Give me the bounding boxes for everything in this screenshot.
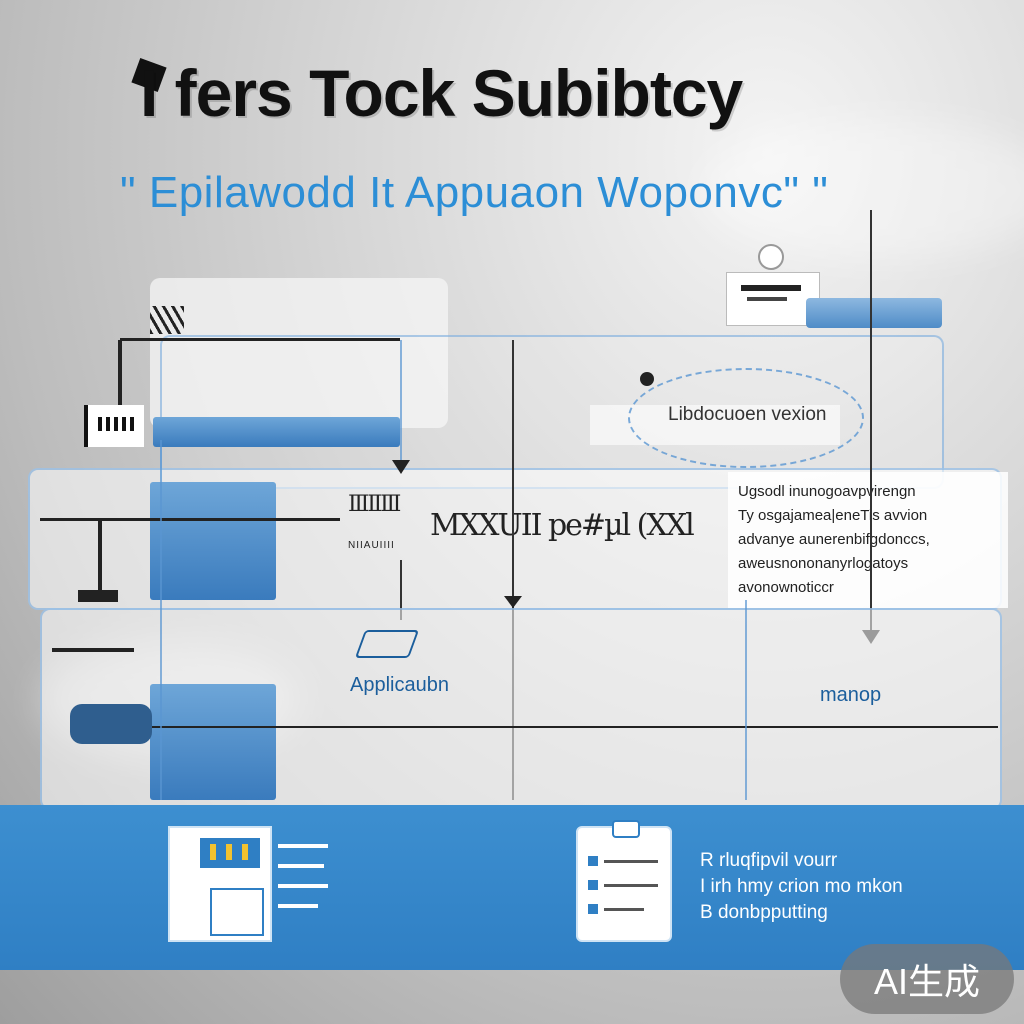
blueprint-line — [278, 864, 324, 868]
device-line — [747, 297, 787, 301]
label-manop: manop — [820, 684, 882, 706]
description-line: aweusnononanyrlogatoys — [738, 555, 909, 572]
connector-plug-icon — [70, 704, 152, 744]
cable-icon — [150, 306, 184, 334]
signal-line — [40, 518, 340, 521]
divider-line — [160, 440, 162, 800]
band-list: R rluqfipvil vourr I irh hmy crion mo mk… — [700, 848, 903, 926]
connector-line — [870, 210, 872, 630]
arrow-down-icon — [504, 596, 522, 608]
checkbox-icon — [588, 856, 598, 866]
page-subtitle: " Epilawodd It Appuaon Woponvc" " — [120, 168, 829, 217]
device-line — [741, 285, 801, 291]
blueprint-line — [278, 884, 328, 888]
signal-line — [150, 726, 998, 728]
blue-block-lower — [150, 684, 276, 800]
callout-pin-icon — [640, 372, 654, 386]
small-caption: NIIAUIIII — [348, 540, 395, 551]
divider-line — [512, 340, 514, 800]
blue-block-upper — [150, 482, 276, 600]
connector-line — [120, 338, 400, 341]
checkbox-icon — [588, 904, 598, 914]
connector-line — [400, 340, 402, 470]
description-line: advanye aunerenbifgdonccs, — [738, 531, 930, 548]
band-list-item: I irh hmy crion mo mkon — [700, 876, 903, 897]
checkbox-icon — [588, 880, 598, 890]
signal-line — [98, 520, 102, 598]
base-plate-icon — [78, 590, 118, 602]
band-list-item: R rluqfipvil vourr — [700, 850, 838, 871]
clipboard-line — [604, 908, 644, 911]
callout-ring — [628, 368, 864, 468]
description-line: Ty osgajamea|eneTis avvion — [738, 507, 928, 524]
plug-pins — [98, 417, 134, 431]
cable-line — [52, 648, 134, 652]
band-list-item: B donbpputting — [700, 902, 828, 923]
upper-left-panel — [150, 278, 448, 428]
device-tray — [806, 298, 942, 328]
clipboard-line — [604, 860, 658, 863]
connector-line — [118, 340, 122, 410]
blueprint-sheet — [168, 826, 272, 942]
ai-generated-badge: AI生成 — [840, 944, 1014, 1014]
background-highlight — [700, 120, 1024, 260]
arrow-down-icon — [392, 460, 410, 474]
blue-header-bar — [153, 417, 400, 447]
blueprint-frame — [210, 888, 264, 936]
clipboard-clip — [612, 820, 640, 838]
description-block: Ugsodl inunogoavpvirengn Ty osgajamea|en… — [728, 472, 1008, 608]
blueprint-mark — [210, 844, 216, 860]
description-line: avonownoticcr — [738, 579, 834, 596]
upper-glyphs: MXXUII pe#µl (XXl — [430, 508, 695, 543]
callout-title: Libdocuoen vexion — [668, 404, 827, 425]
clipboard-line — [604, 884, 658, 887]
page-title: I fers Tock Subibtcy — [140, 56, 743, 130]
code-glyph: ⅢⅡⅢ — [348, 492, 401, 517]
label-applicaubn: Applicaubn — [350, 674, 449, 696]
clipboard-icon — [576, 820, 672, 942]
divider-line — [745, 600, 747, 800]
blueprint-line — [278, 844, 328, 848]
description-line: Ugsodl inunogoavpvirengn — [738, 483, 916, 500]
blueprint-mark — [226, 844, 232, 860]
connector-line — [400, 560, 402, 620]
plug-icon — [84, 405, 144, 447]
tray-icon — [354, 630, 420, 658]
blueprint-icon — [168, 826, 328, 942]
device-card — [726, 272, 820, 326]
blueprint-line — [278, 904, 318, 908]
device-knob-icon — [758, 244, 784, 270]
blueprint-mark — [242, 844, 248, 860]
